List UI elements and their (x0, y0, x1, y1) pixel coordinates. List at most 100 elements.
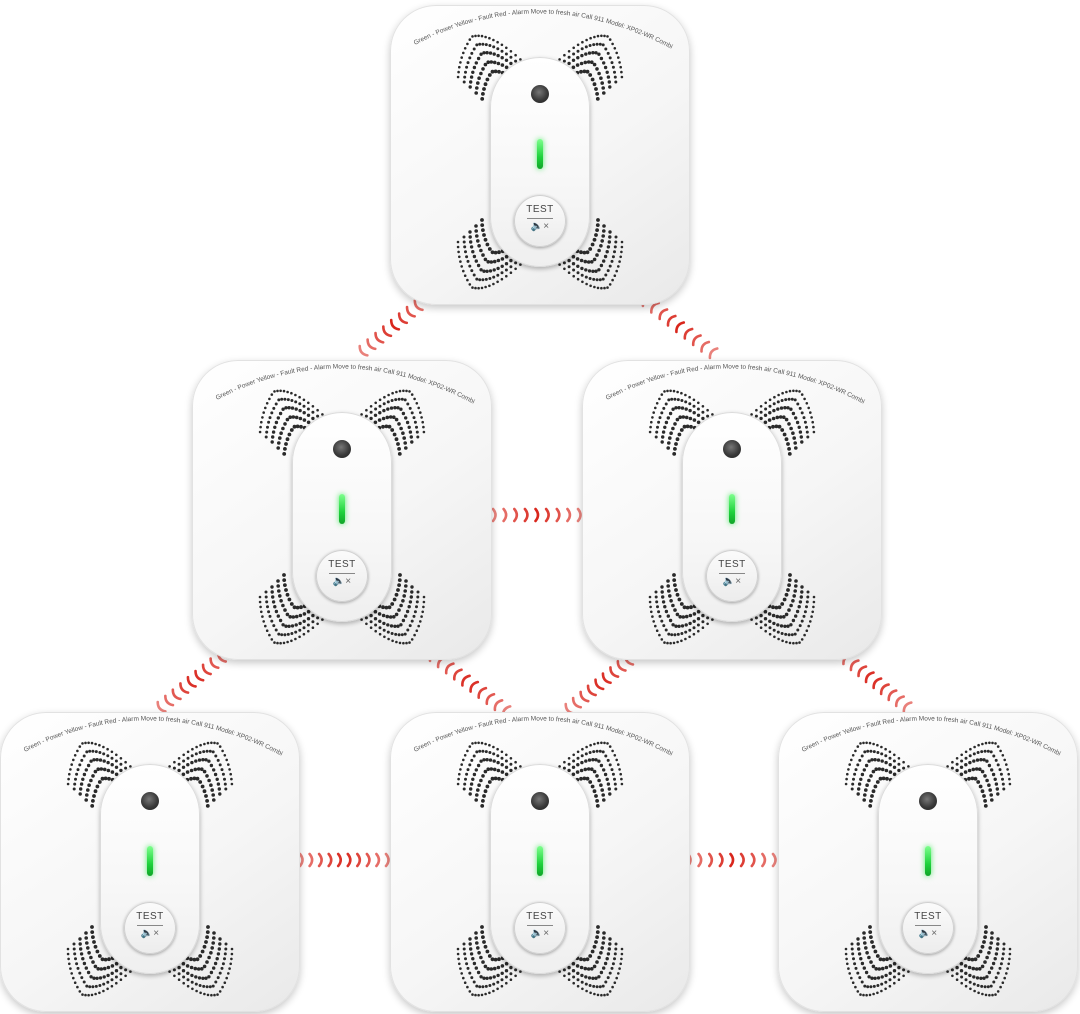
grille-hole (576, 264, 580, 268)
grille-hole (876, 743, 879, 747)
sensor-hole (333, 440, 351, 458)
grille-hole (907, 970, 910, 973)
grille-hole (272, 624, 276, 628)
grille-hole (793, 589, 797, 593)
grille-hole (468, 264, 472, 268)
grille-hole (488, 976, 493, 980)
grille-hole (402, 389, 405, 393)
grille-hole (477, 34, 480, 38)
grille-hole (110, 763, 114, 767)
grille-hole (603, 772, 608, 777)
grille-hole (482, 51, 486, 55)
test-button[interactable]: TEST 🔈× (514, 902, 566, 954)
grille-hole (397, 447, 401, 451)
grille-hole (273, 605, 277, 609)
grille-hole (654, 590, 658, 594)
grille-hole (194, 752, 198, 756)
grille-hole (298, 635, 301, 639)
grille-hole (970, 957, 975, 962)
grille-hole (203, 992, 206, 996)
grille-hole (456, 75, 460, 79)
grille-hole (648, 430, 652, 434)
grille-hole (651, 416, 654, 419)
grille-hole (588, 751, 592, 754)
grille-hole (479, 71, 483, 76)
test-button[interactable]: TEST 🔈× (706, 550, 758, 602)
grille-hole (615, 269, 618, 273)
grille-hole (202, 789, 207, 794)
grille-hole (485, 784, 490, 789)
grille-hole (230, 782, 234, 786)
grille-hole (600, 993, 603, 997)
grille-hole (84, 768, 89, 772)
grille-hole (89, 975, 93, 979)
test-button[interactable]: TEST 🔈× (514, 195, 566, 247)
signal-wave-mark (374, 331, 385, 344)
grille-hole (460, 265, 463, 268)
grille-hole (422, 430, 426, 434)
grille-hole (812, 430, 816, 434)
signal-wave-mark (502, 507, 508, 523)
grille-hole (185, 770, 190, 774)
grille-hole (92, 794, 96, 798)
grille-hole (475, 234, 479, 238)
signal-wave-mark (413, 299, 424, 312)
grille-hole (599, 783, 603, 787)
grille-hole (989, 750, 993, 754)
grille-hole (613, 957, 616, 961)
grille-hole (581, 280, 584, 284)
grille-hole (599, 56, 604, 61)
grille-hole (469, 240, 473, 244)
grille-hole (277, 398, 281, 402)
grille-hole (488, 36, 491, 40)
grille-hole (684, 407, 688, 411)
signal-wave-mark (336, 852, 342, 868)
grille-hole (378, 632, 382, 636)
grille-hole (397, 397, 401, 401)
grille-hole (661, 595, 665, 599)
grille-hole (856, 792, 860, 796)
grille-hole (576, 984, 580, 988)
test-button[interactable]: TEST 🔈× (902, 902, 954, 954)
grille-hole (607, 240, 611, 244)
grille-hole (225, 758, 228, 762)
grille-hole (885, 957, 889, 962)
grille-hole (864, 946, 868, 950)
grille-hole (197, 976, 202, 980)
grille-hole (771, 424, 775, 429)
signal-wave-mark (156, 700, 167, 713)
test-button[interactable]: TEST 🔈× (124, 902, 176, 954)
grille-hole (72, 976, 75, 980)
grille-hole (480, 223, 485, 228)
grille-hole (208, 985, 212, 989)
test-button[interactable]: TEST 🔈× (316, 550, 368, 602)
grille-hole (270, 393, 274, 396)
grille-hole (780, 428, 785, 432)
grille-hole (306, 413, 311, 417)
grille-hole (265, 402, 269, 405)
grille-hole (480, 804, 485, 808)
grille-hole (421, 610, 424, 614)
grille-hole (220, 768, 224, 772)
grille-hole (374, 407, 378, 411)
grille-hole (662, 624, 666, 628)
grille-hole (106, 987, 109, 991)
grille-hole (558, 263, 561, 266)
grille-hole (212, 768, 216, 772)
grille-hole (994, 976, 998, 980)
signal-wave-mark (864, 671, 875, 684)
grille-hole (606, 952, 611, 956)
grille-hole (205, 960, 209, 964)
grille-hole (763, 617, 768, 621)
grille-hole (680, 639, 683, 643)
grille-hole (657, 610, 661, 614)
grille-hole (880, 745, 883, 749)
grille-hole (481, 799, 485, 803)
grille-hole (584, 275, 588, 279)
grille-hole (261, 416, 264, 419)
grille-hole (784, 437, 789, 442)
grille-hole (673, 422, 677, 426)
grille-hole (602, 966, 606, 970)
grille-hole (604, 754, 608, 758)
grille-hole (92, 976, 96, 980)
